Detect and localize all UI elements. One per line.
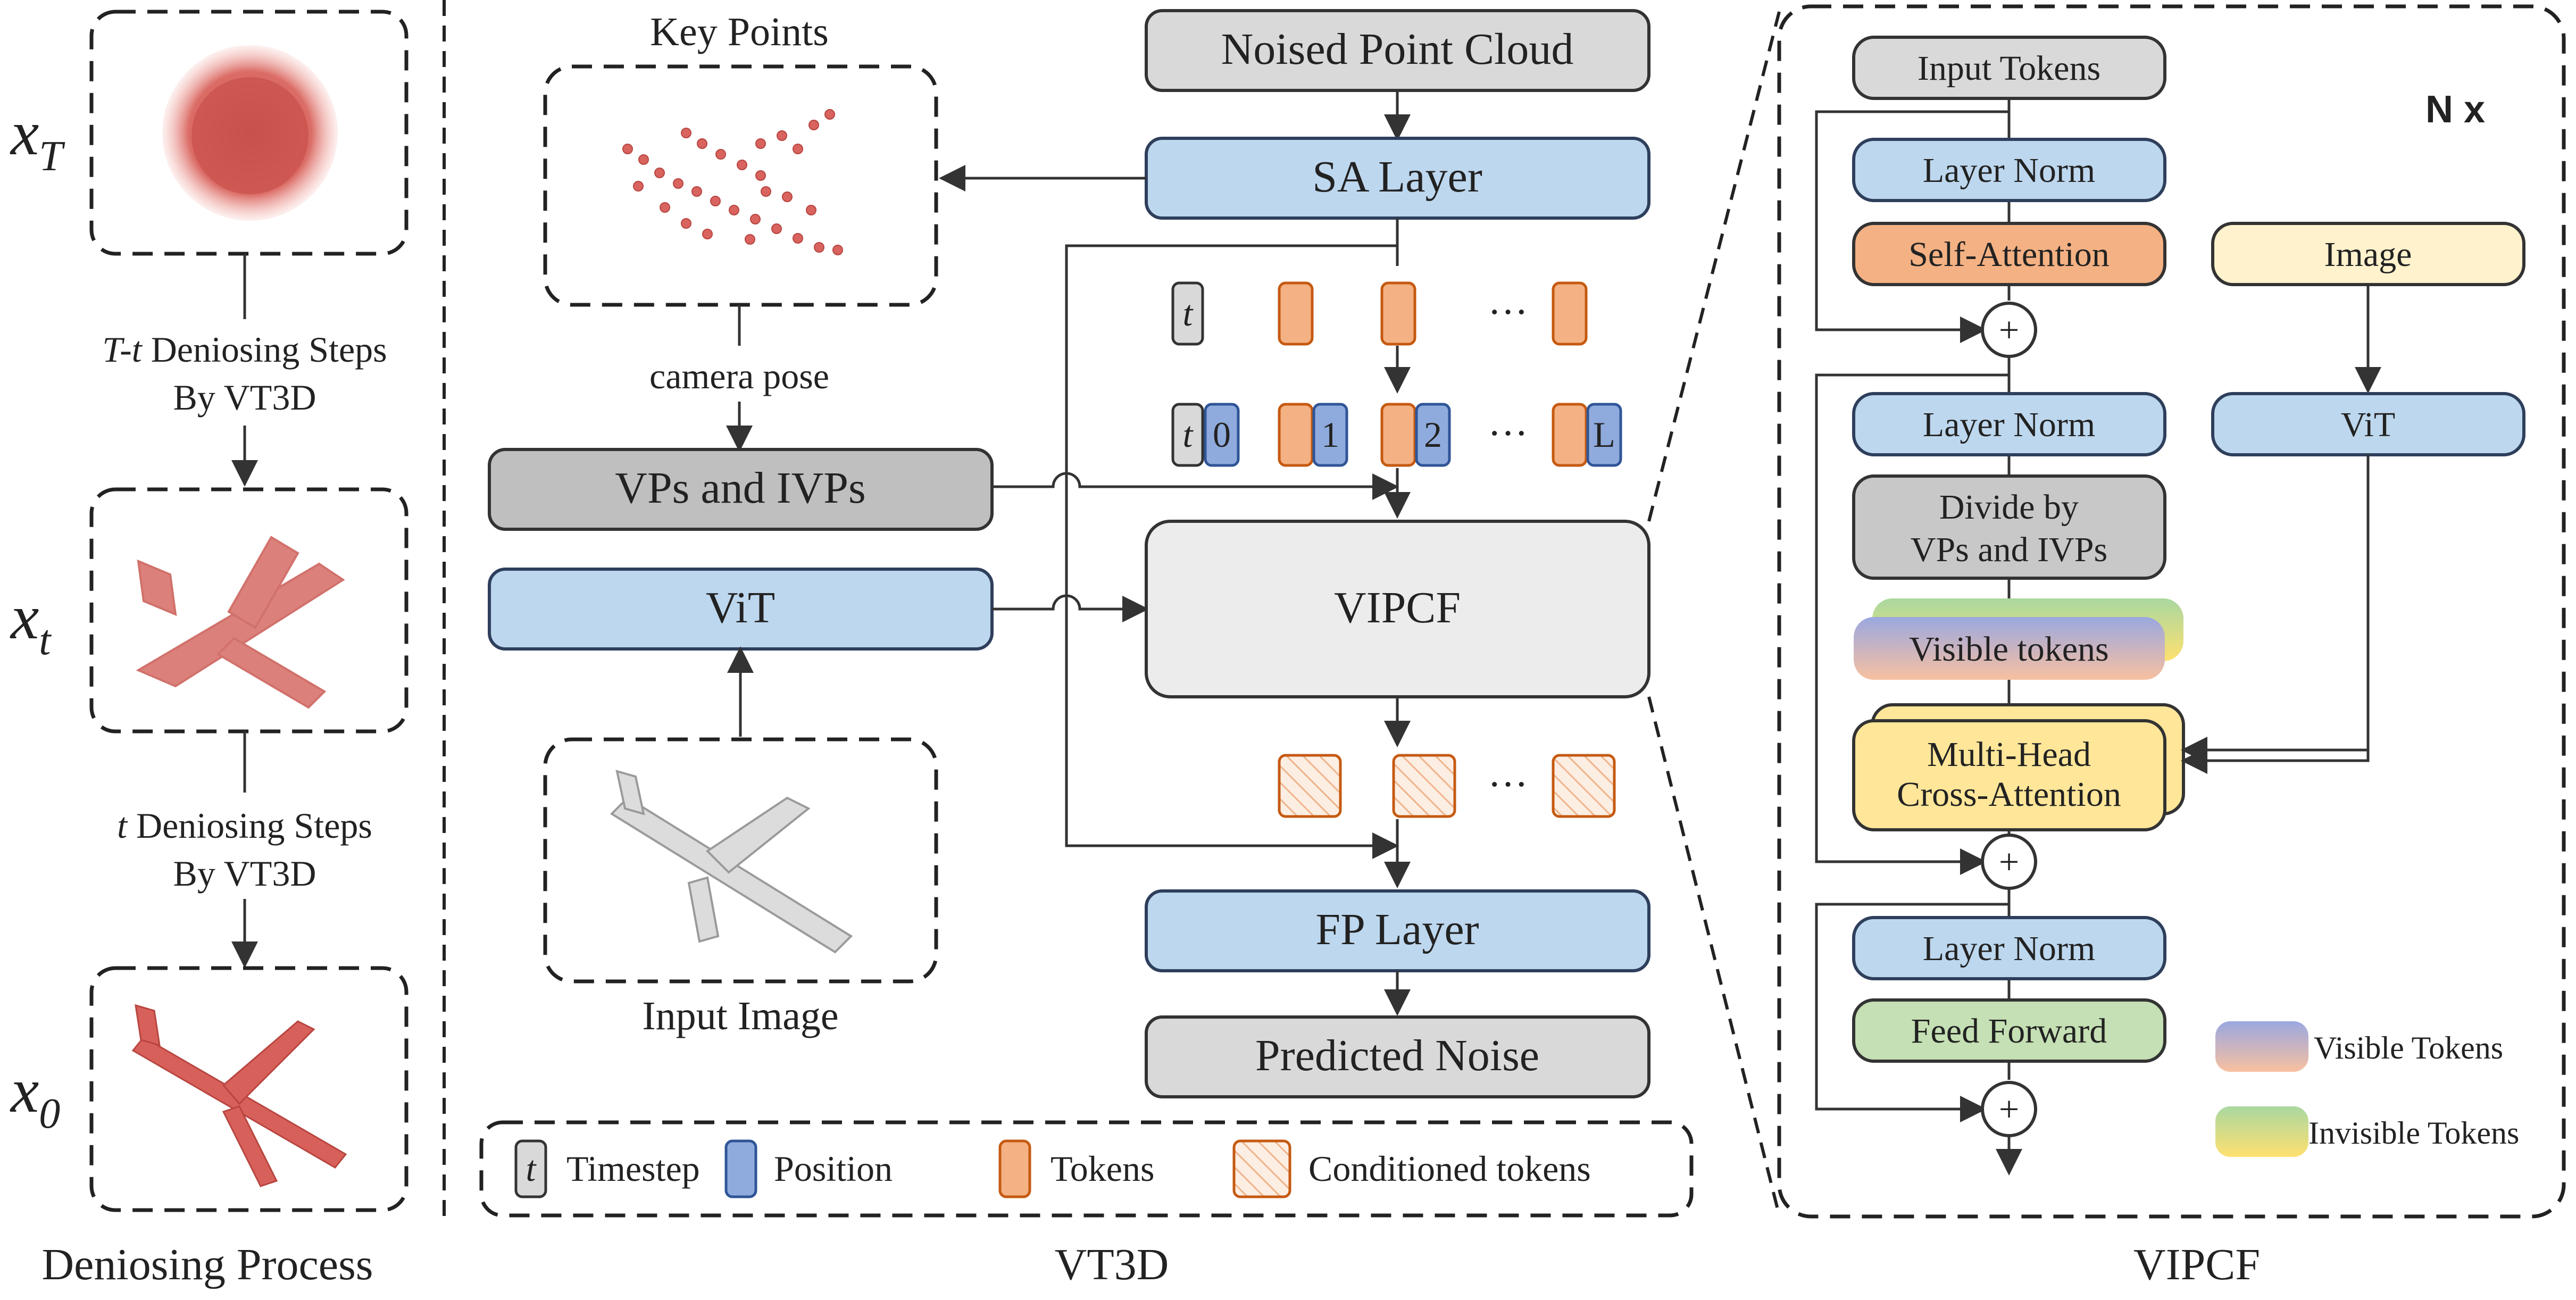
noise-point-cloud xyxy=(162,45,338,221)
vipcf-frame xyxy=(1777,4,2566,1219)
token-ellipsis: ··· xyxy=(1488,290,1528,335)
conditioned-token-2 xyxy=(1392,754,1456,818)
legend-invisible-text: Invisible Tokens xyxy=(2308,1115,2519,1151)
legend-tokens: Tokens xyxy=(1051,1148,1154,1189)
x-0-label: x0 xyxy=(10,1055,60,1137)
legend-invisible-swatch xyxy=(2215,1106,2308,1157)
svg-text:Self-Attention: Self-Attention xyxy=(1908,235,2110,274)
self-attention-box xyxy=(1852,222,2166,286)
noise-cloud-frame xyxy=(89,10,409,256)
vt3d-title: VT3D xyxy=(1055,1240,1169,1289)
predicted-noise-text: Predicted Noise xyxy=(1255,1031,1539,1080)
svg-text:Visible tokens: Visible tokens xyxy=(1909,630,2109,669)
svg-text:Multi-Head: Multi-Head xyxy=(1927,735,2091,774)
step2-text-line1: t Deniosing Steps xyxy=(117,805,372,846)
partial-airplane-cloud xyxy=(136,536,345,709)
vipcf-panel: N x Input Tokens Layer Norm Self-Attenti… xyxy=(1777,4,2566,1289)
svg-text:2: 2 xyxy=(1424,414,1442,455)
camera-pose-label: camera pose xyxy=(649,356,829,396)
denoising-process-panel: xT T-t Deniosing Steps By VT3D xt t Deni… xyxy=(10,10,409,1289)
svg-text:ViT: ViT xyxy=(2341,405,2395,444)
final-airplane-frame xyxy=(89,966,409,1212)
svg-text:t: t xyxy=(1183,414,1194,455)
legend-visible-swatch xyxy=(2215,1021,2308,1072)
svg-text:1: 1 xyxy=(1321,414,1339,455)
partial-airplane-frame xyxy=(89,487,409,734)
key-points-label: Key Points xyxy=(650,10,829,54)
token-2 xyxy=(1380,281,1416,346)
conditioned-tokens-row: ··· xyxy=(1278,754,1616,818)
vipcf-text: VIPCF xyxy=(1334,583,1461,632)
svg-text:···: ··· xyxy=(1488,411,1528,456)
position-2 xyxy=(1415,403,1451,467)
final-airplane-cloud xyxy=(131,1004,347,1187)
token-L xyxy=(1552,281,1588,346)
sa-layer-text: SA Layer xyxy=(1312,152,1482,202)
token-row-1: t ··· xyxy=(1171,281,1588,346)
position-1 xyxy=(1312,403,1348,467)
layer-norm-3 xyxy=(1852,916,2166,980)
vt3d-legend-frame xyxy=(479,1120,1694,1218)
divide-box xyxy=(1852,474,2166,580)
feed-forward-box xyxy=(1852,998,2166,1063)
step1-text-line1: T-t Deniosing Steps xyxy=(102,329,387,370)
input-image-airplane xyxy=(610,770,853,954)
conditioned-token-1 xyxy=(1278,754,1342,818)
denoising-process-title: Deniosing Process xyxy=(42,1240,373,1289)
conditioned-token-L xyxy=(1552,754,1616,818)
svg-text:Layer Norm: Layer Norm xyxy=(1923,405,2095,444)
timestep-token-text: t xyxy=(1183,293,1194,334)
token-1 xyxy=(1278,281,1314,346)
svg-text:VPs and IVPs: VPs and IVPs xyxy=(1911,530,2107,569)
vit-text: ViT xyxy=(706,583,775,632)
cross-attention-box xyxy=(1852,719,2166,831)
legend-position: Position xyxy=(774,1148,893,1189)
svg-text:L: L xyxy=(1593,414,1615,455)
x-t-label: xt xyxy=(10,581,52,664)
position-L xyxy=(1586,403,1622,467)
svg-text:t: t xyxy=(526,1148,537,1189)
legend-timestep: Timestep xyxy=(566,1148,700,1189)
vps-ivps-text: VPs and IVPs xyxy=(615,463,865,513)
svg-text:Image: Image xyxy=(2324,235,2412,274)
svg-text:+: + xyxy=(1999,1089,2019,1129)
legend-conditioned-tokens: Conditioned tokens xyxy=(1308,1148,1591,1189)
x-T-label: xT xyxy=(10,97,65,180)
visible-tokens-box xyxy=(1854,617,2165,680)
svg-text:Layer Norm: Layer Norm xyxy=(1923,929,2095,968)
svg-text:+: + xyxy=(1999,841,2019,882)
svg-text:Layer Norm: Layer Norm xyxy=(1923,151,2095,190)
input-image-frame xyxy=(543,737,938,984)
svg-text:Divide by: Divide by xyxy=(1939,488,2079,527)
repeat-label: N x xyxy=(2425,88,2485,131)
input-image-label: Input Image xyxy=(642,994,838,1038)
svg-text:···: ··· xyxy=(1488,762,1528,807)
token-row-2: t 0 1 2 ··· L xyxy=(1171,403,1622,467)
noised-point-cloud-text: Noised Point Cloud xyxy=(1221,24,1574,74)
svg-text:Cross-Attention: Cross-Attention xyxy=(1897,775,2121,814)
vps-ivps-box xyxy=(488,448,994,531)
legend-visible-text: Visible Tokens xyxy=(2314,1030,2503,1065)
svg-text:0: 0 xyxy=(1213,414,1231,455)
zoom-line-top xyxy=(1647,11,1781,522)
key-points-cloud xyxy=(622,109,843,255)
step1-text-line2: By VT3D xyxy=(173,377,316,418)
fp-layer-text: FP Layer xyxy=(1315,905,1479,954)
position-0 xyxy=(1204,403,1240,467)
vt3d-legend: t Timestep Position Tokens Conditioned t… xyxy=(514,1139,1591,1198)
vipcf-title: VIPCF xyxy=(2133,1240,2260,1289)
predicted-noise-box xyxy=(1145,1015,1650,1098)
layer-norm-2 xyxy=(1852,392,2166,456)
vt3d-panel: Key Points camera pose VPs and IVPs ViT xyxy=(479,9,1694,1289)
svg-text:+: + xyxy=(1999,310,2019,350)
key-points-frame xyxy=(543,64,938,307)
timestep-token xyxy=(1171,281,1204,346)
layer-norm-1 xyxy=(1852,138,2166,202)
step2-text-line2: By VT3D xyxy=(173,853,316,894)
zoom-line-bottom xyxy=(1647,696,1781,1216)
svg-text:Feed Forward: Feed Forward xyxy=(1911,1012,2107,1051)
svg-text:Input Tokens: Input Tokens xyxy=(1918,49,2100,88)
